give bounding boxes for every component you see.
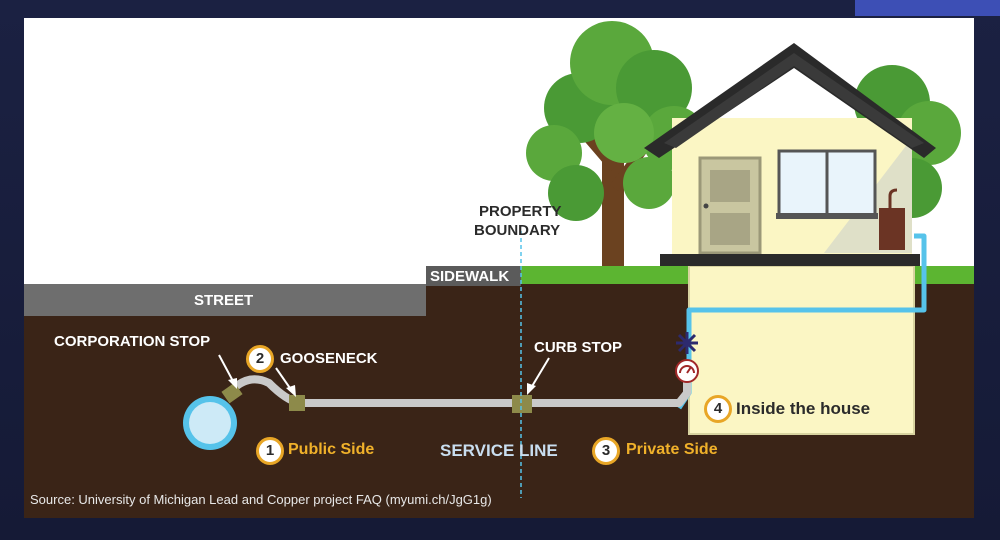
curb-stop-arrow [530, 357, 550, 389]
marker-3: 3 [592, 437, 620, 465]
marker-2: 2 [246, 345, 274, 373]
corporation-stop-label: CORPORATION STOP [54, 333, 211, 350]
marker-1: 1 [256, 437, 284, 465]
street-slab [24, 284, 426, 316]
water-meter-icon [675, 359, 699, 383]
gooseneck-label: GOOSENECK [280, 350, 378, 367]
corporation-stop-fitting [221, 382, 243, 404]
inside-house-label: Inside the house [736, 399, 871, 418]
curb-stop-fitting [512, 395, 532, 413]
diagram-canvas: PROPERTY BOUNDARY SIDEWALK STREET CORPOR… [24, 18, 974, 518]
service-line-illustration [24, 21, 974, 518]
curb-stop-label: CURB STOP [534, 339, 623, 356]
corner-accent-bar [855, 0, 1000, 16]
source-caption: Source: University of Michigan Lead and … [30, 492, 492, 507]
shutoff-valve-icon [676, 332, 698, 354]
corporation-stop-arrow [218, 354, 235, 384]
service-line-label: SERVICE LINE [440, 441, 558, 460]
property-boundary-label-line1: PROPERTY [479, 203, 562, 220]
private-side-label: Private Side [626, 441, 718, 458]
gooseneck-fitting [289, 395, 305, 411]
sidewalk-slab [426, 266, 521, 286]
house-icon [644, 43, 936, 266]
public-side-label: Public Side [288, 441, 375, 458]
street-label: STREET [194, 292, 254, 309]
property-boundary-label-line2: BOUNDARY [474, 222, 561, 239]
sidewalk-label: SIDEWALK [430, 268, 510, 285]
marker-4: 4 [704, 395, 732, 423]
